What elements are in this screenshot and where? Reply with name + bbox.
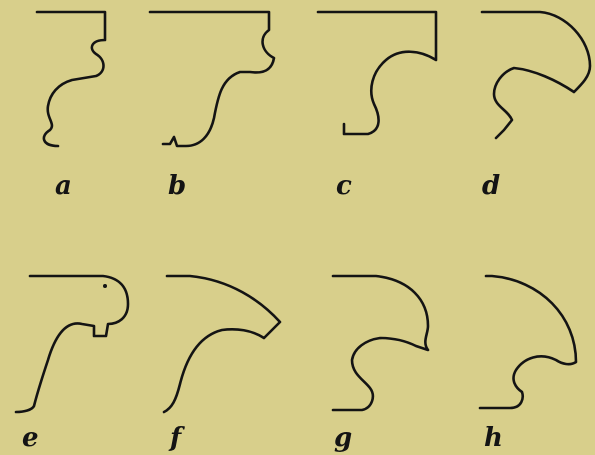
- profile-e-dot: [103, 284, 107, 288]
- figure-label-b: b: [168, 171, 186, 201]
- figure-label-e: e: [22, 423, 39, 453]
- profile-d: d: [480, 10, 592, 201]
- profile-g-outline: [331, 274, 430, 412]
- figure-label-c: c: [336, 171, 352, 201]
- profile-c-outline: [316, 10, 438, 136]
- profile-b-outline: [148, 10, 276, 148]
- profile-e: e: [14, 274, 130, 453]
- profile-b: b: [148, 10, 276, 201]
- profile-f: f: [162, 274, 282, 453]
- figure-label-d: d: [482, 171, 500, 201]
- profile-d-outline: [480, 10, 592, 140]
- profile-a-outline: [35, 10, 107, 148]
- figure-label-h: h: [484, 423, 503, 453]
- figure-label-a: a: [55, 171, 72, 201]
- profile-f-outline: [162, 274, 282, 414]
- profile-h-outline: [478, 274, 578, 410]
- profile-e-outline: [14, 274, 130, 414]
- profile-c: c: [316, 10, 438, 201]
- figure-label-g: g: [334, 423, 352, 453]
- profile-a: a: [35, 10, 107, 201]
- profile-g: g: [331, 274, 430, 453]
- figure-label-f: f: [168, 423, 185, 453]
- profile-h: h: [478, 274, 578, 453]
